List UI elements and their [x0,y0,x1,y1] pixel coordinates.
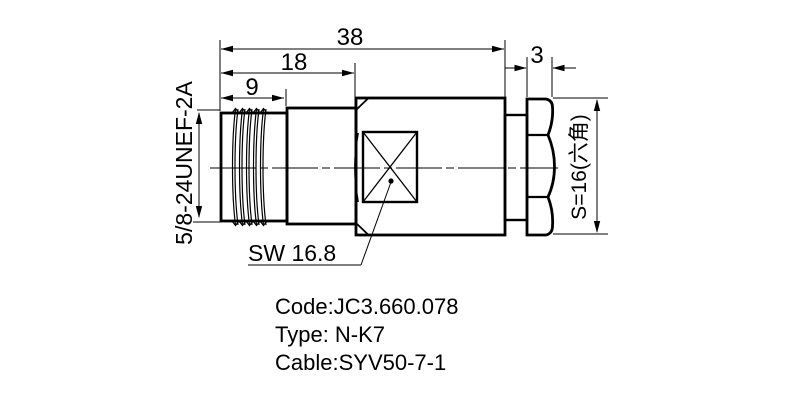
dim-label-overall-length: 38 [337,24,364,51]
flat-diagonal-2 [362,131,418,203]
arrow-9-right [272,94,284,102]
arrow-3-right [552,64,565,72]
arrow-3-left [514,64,527,72]
arrow-18-right [342,69,354,77]
thread-line [248,108,253,226]
arrow-9-left [221,94,233,102]
arrowheads [195,45,601,233]
dim-label-nut-width: 3 [530,42,543,69]
hex-size-label: S=16(六角) [568,114,591,220]
thread-line [231,108,237,226]
wrench-flat-square [361,130,419,204]
arrow-hex-top [593,99,601,111]
arrow-18-left [221,69,233,77]
arrow-38-right [492,45,504,53]
thread-line [241,108,246,226]
note-block: Code:JC3.660.078 Type: N-K7 Cable:SYV50-… [275,294,458,375]
arrow-38-left [221,45,233,53]
note-code: Code:JC3.660.078 [275,294,458,319]
thread-line [262,108,267,226]
note-type: Type: N-K7 [275,322,385,347]
body-section [285,106,358,226]
dim-label-thread-length: 9 [245,74,258,101]
arrow-thread-top [195,112,203,124]
hex-chamfer-bottom [355,222,369,236]
hex-body [354,96,507,237]
leader-dot [388,178,394,184]
thread-line [255,108,260,226]
thread-hatching [231,107,268,227]
thread-line [259,108,265,226]
arrow-hex-bottom [593,221,601,233]
thread-line [245,108,251,226]
clamp-nut [525,97,556,237]
thread-line [238,108,244,226]
wrench-flat-label: SW 16.8 [248,240,336,266]
thread-line [234,108,239,226]
thread-line [252,108,258,226]
thread-spec-label: 5/8-24UNEF-2A [171,81,197,245]
hex-flat-arc [354,132,359,203]
connector-outline [219,96,556,237]
dim-label-body-length: 18 [281,49,308,76]
note-cable: Cable:SYV50-7-1 [275,350,446,375]
leader-line [360,181,392,266]
hex-chamfer-top [355,97,369,111]
arrow-thread-bottom [195,206,203,218]
